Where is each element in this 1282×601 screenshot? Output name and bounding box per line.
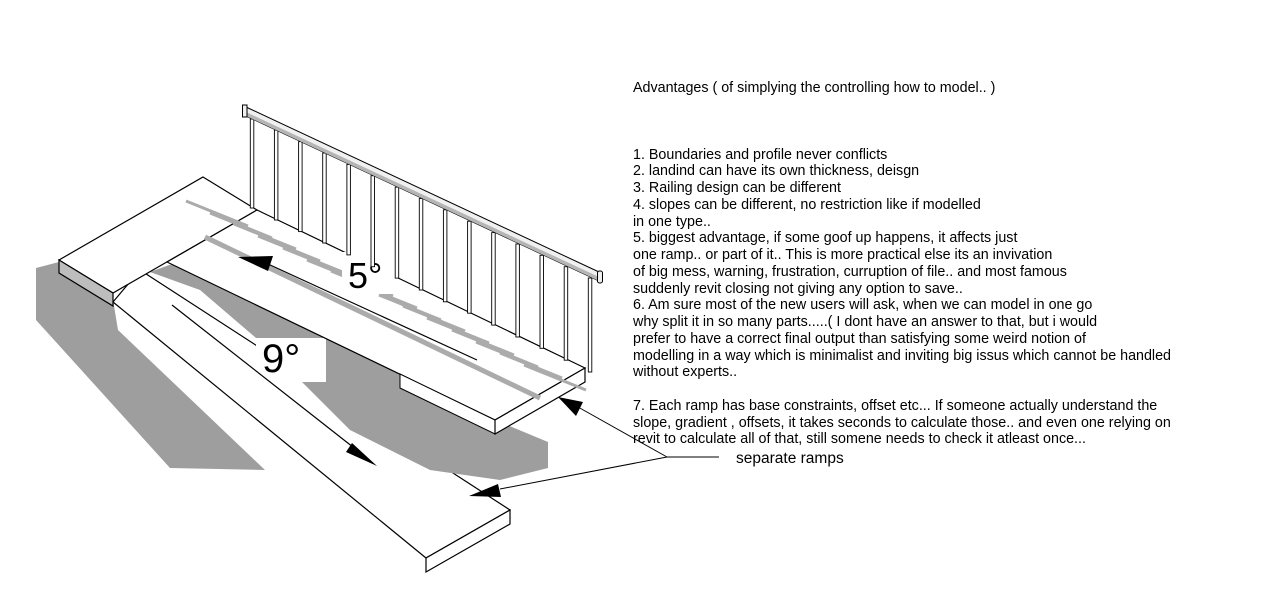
down-slope-arrow-line	[171, 304, 359, 452]
lower-angle-label-mask	[256, 338, 326, 382]
lower-ramp-angle-label: 9°	[262, 337, 300, 381]
separate-ramps-leader	[499, 406, 719, 490]
separate-ramps-label: separate ramps	[736, 450, 844, 467]
upper-ramp-shadow	[150, 264, 548, 480]
up-slope-arrow-head	[238, 256, 273, 271]
leader-arrowhead-upper	[558, 397, 583, 416]
upper-angle-label-mask	[342, 252, 398, 294]
landing-shadow	[36, 262, 265, 470]
upper-ramp-end-face	[494, 366, 586, 436]
advantages-note-title: Advantages ( of simplying the controllin…	[633, 79, 996, 96]
advantages-note: Advantages ( of simplying the controllin…	[633, 46, 1281, 482]
upper-ramp-angle-label: 5°	[348, 255, 382, 296]
down-slope-arrow-head	[346, 443, 377, 466]
up-slope-arrow-line	[267, 263, 478, 361]
leader-arrowhead-lower	[469, 484, 501, 497]
advantages-note-body: 1. Boundaries and profile never conflict…	[633, 146, 1172, 448]
lower-ramp-end-face	[425, 508, 511, 574]
handrail-shade	[246, 112, 599, 281]
handrail-left-cap	[242, 104, 248, 118]
landing-side-face	[58, 258, 114, 308]
railing-balusters	[249, 118, 593, 373]
handrail-right-cap	[597, 270, 603, 284]
